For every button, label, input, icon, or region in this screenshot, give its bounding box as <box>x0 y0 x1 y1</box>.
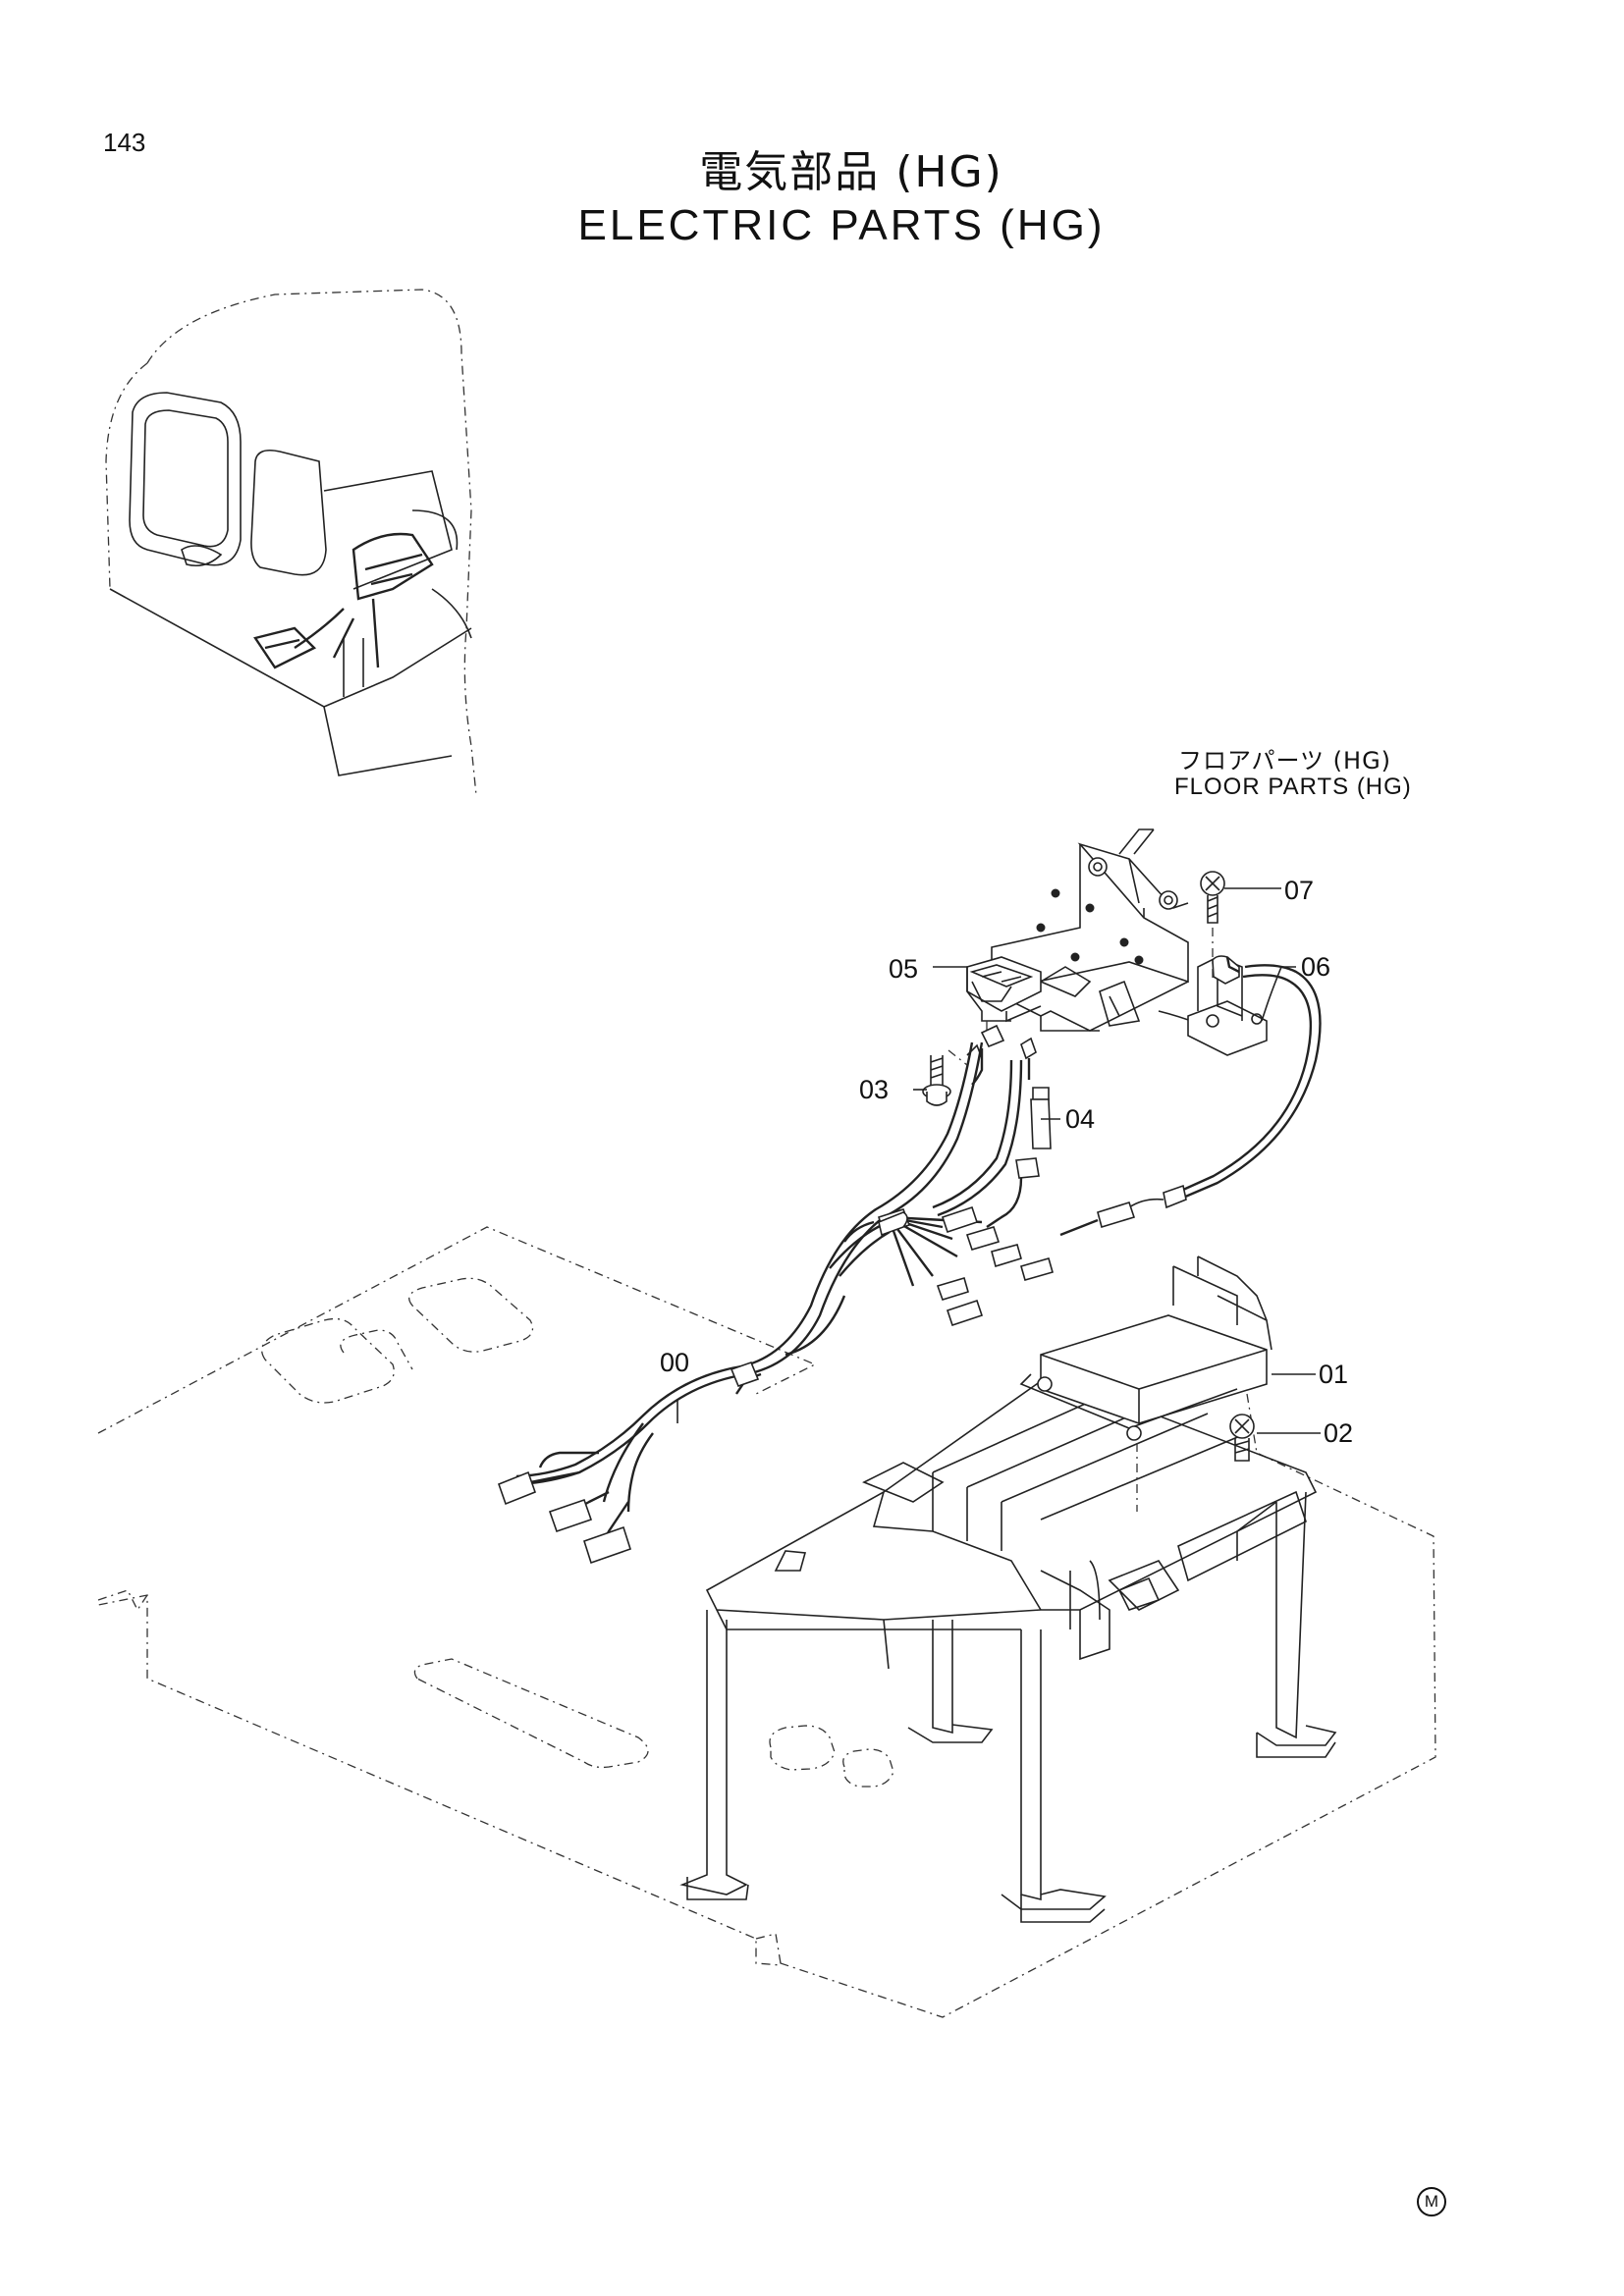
callout-05: 05 <box>889 954 919 984</box>
screw-07 <box>1201 872 1281 982</box>
floor-parts-reference-english: FLOOR PARTS (HG) <box>1174 774 1412 800</box>
callout-03: 03 <box>859 1075 890 1104</box>
callout-leaders <box>677 829 1316 1423</box>
page-number: 143 <box>103 128 146 157</box>
bracket-05 <box>967 957 1041 1041</box>
screw-02 <box>1230 1415 1321 1461</box>
support-stand <box>682 1374 1335 1922</box>
screw-03 <box>913 1050 967 1105</box>
title-japanese: 電気部品 (HG) <box>699 147 1003 197</box>
floor-parts-bracket <box>992 844 1237 1041</box>
title-block: 電気部品 (HG) ELECTRIC PARTS (HG) <box>0 147 1624 253</box>
callout-01: 01 <box>1319 1360 1349 1389</box>
relay-06 <box>1060 956 1321 1235</box>
cab-inset-drawing <box>106 290 476 795</box>
callout-02: 02 <box>1324 1418 1354 1448</box>
controller-box <box>1021 1256 1272 1512</box>
callout-00: 00 <box>660 1348 690 1377</box>
floor-plate-outline <box>98 1227 1435 2017</box>
title-english: ELECTRIC PARTS (HG) <box>577 201 1106 249</box>
callout-06: 06 <box>1301 952 1331 982</box>
callout-04: 04 <box>1065 1104 1096 1134</box>
callout-07: 07 <box>1284 876 1315 905</box>
wire-harness-00 <box>499 1026 1053 1563</box>
floor-parts-reference-japanese: フロアパーツ (HG) <box>1178 747 1392 774</box>
manufacturer-mark: M <box>1417 2187 1446 2216</box>
